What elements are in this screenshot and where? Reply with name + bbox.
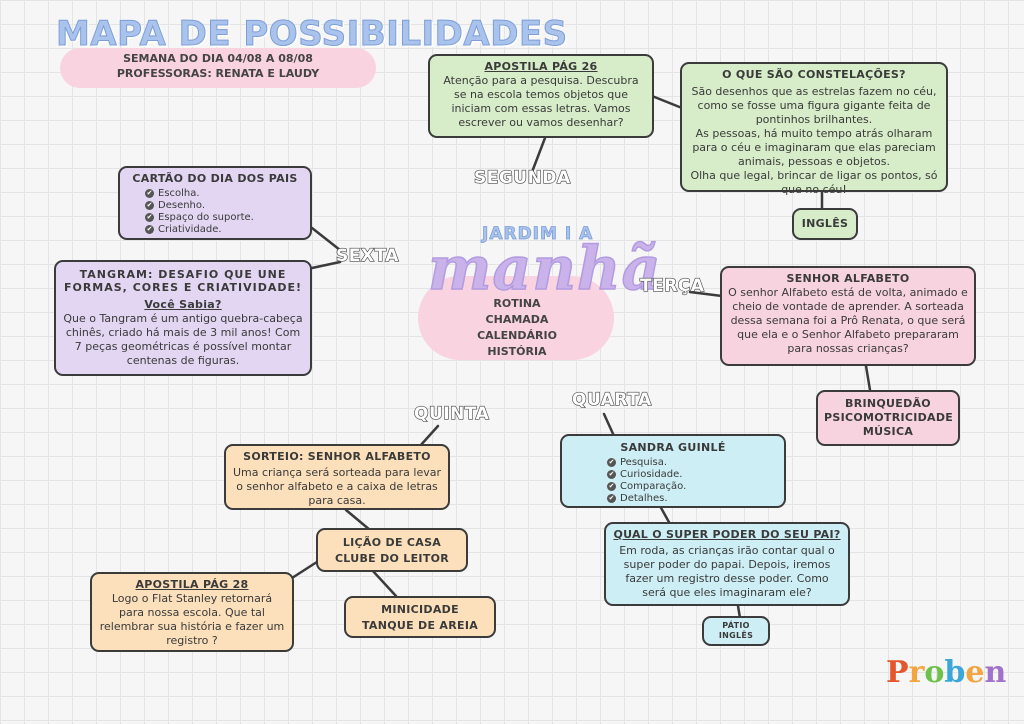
center-item-chamada: CHAMADA [485,313,549,326]
line-apostila-constelacoes [650,94,684,110]
tangram-text: Que o Tangram é um antigo quebra-cabeça … [63,312,303,367]
clube-do-leitor-label: CLUBE DO LEITOR [334,552,450,565]
day-label-quinta: QUINTA [413,403,490,424]
day-label-terca: TERÇA [639,275,705,296]
sandra-item-curiosidade: Curiosidade. [606,469,778,481]
senhor-alfabeto-box: SENHOR ALFABETO O senhor Alfabeto está d… [720,266,976,366]
page-title: MAPA DE POSSIBILIDADES [56,14,568,55]
super-poder-text: Em roda, as crianças irão contar qual o … [619,544,835,599]
patio-label: PÁTIO [722,621,750,630]
ingles-label: INGLÊS [801,217,849,230]
week-label: SEMANA DO DIA 04/08 A 08/08 [123,52,313,65]
cartao-item-criatividade: Criatividade. [144,224,304,236]
center-routine-list: ROTINA CHAMADA CALENDÁRIO HISTÓRIA [432,296,602,360]
ingles-box: INGLÊS [792,208,858,240]
cartao-item-desenho: Desenho. [144,200,304,212]
licao-box: LIÇÃO DE CASA CLUBE DO LEITOR [316,528,468,572]
tangram-box: TANGRAM: DESAFIO QUE UNE FORMAS, CORES E… [54,260,312,376]
constelacoes-text-2: As pessoas, há muito tempo atrás olharam… [692,127,936,168]
line-licao-apostila [290,558,322,580]
tangram-subtitle: Você Sabia? [144,298,222,311]
sorteio-box: SORTEIO: SENHOR ALFABETO Uma criança ser… [224,444,450,510]
sandra-guinle-list: Pesquisa. Curiosidade. Comparação. Detal… [606,457,778,505]
constelacoes-text-3: Olha que legal, brincar de ligar os pont… [690,169,938,196]
center-item-calendario: CALENDÁRIO [477,329,557,342]
minicidade-label: MINICIDADE [381,603,459,616]
tanque-de-areia-label: TANQUE DE AREIA [361,619,479,632]
apostila-28-title: APOSTILA PÁG 28 [135,578,249,591]
sandra-item-comparacao: Comparação. [606,481,778,493]
center-item-rotina: ROTINA [493,297,541,310]
super-poder-title: QUAL O SUPER PODER DO SEU PAI? [613,528,841,541]
apostila-26-text: Atenção para a pesquisa. Descubra se na … [443,74,639,129]
constelacoes-title: O QUE SÃO CONSTELAÇÕES? [722,68,906,81]
class-period: manhã [427,233,662,305]
header-pill [60,48,376,88]
apostila-26-box: APOSTILA PÁG 26 Atenção para a pesquisa.… [428,54,654,138]
sandra-guinle-title: SANDRA GUINLÉ [620,441,726,454]
psicomotricidade-label: PSICOMOTRICIDADE [824,411,954,424]
cartao-pais-box: CARTÃO DO DIA DOS PAIS Escolha. Desenho.… [118,166,312,240]
line-alfabeto-brinquedao [864,364,872,392]
line-sexta-tangram [310,260,342,270]
senhor-alfabeto-text: O senhor Alfabeto está de volta, animado… [728,286,968,355]
day-label-quarta: QUARTA [571,389,652,410]
sandra-item-detalhes: Detalhes. [606,493,778,505]
line-quinta-sorteio [418,424,440,448]
musica-label: MÚSICA [862,425,914,438]
line-sexta-cartao [310,226,342,252]
licao-de-casa-label: LIÇÃO DE CASA [342,536,442,549]
cartao-pais-title: CARTÃO DO DIA DOS PAIS [132,172,298,185]
sorteio-text: Uma criança será sorteada para levar o s… [233,466,441,507]
cartao-item-escolha: Escolha. [144,188,304,200]
brinquedao-label: BRINQUEDÃO [845,397,931,410]
day-label-segunda: SEGUNDA [473,167,571,188]
constelacoes-box: O QUE SÃO CONSTELAÇÕES? São desenhos que… [680,62,948,196]
sandra-item-pesquisa: Pesquisa. [606,457,778,469]
cartao-item-espaco: Espaço do suporte. [144,212,304,224]
center-pill [418,276,614,360]
line-terca-alfabeto [688,290,724,298]
class-subtitle: JARDIM I A [482,224,594,245]
minicidade-box: MINICIDADE TANQUE DE AREIA [344,596,496,638]
senhor-alfabeto-title: SENHOR ALFABETO [786,272,910,285]
sorteio-title: SORTEIO: SENHOR ALFABETO [243,450,431,463]
line-quarta-sandra [602,412,616,438]
line-segunda-apostila [530,136,547,174]
line-sorteio-licao [344,508,372,532]
center-item-historia: HISTÓRIA [487,345,547,358]
line-sandra-superpoder [658,504,672,526]
line-licao-mini [370,568,398,598]
sandra-guinle-box: SANDRA GUINLÉ Pesquisa. Curiosidade. Com… [560,434,786,508]
super-poder-box: QUAL O SUPER PODER DO SEU PAI? Em roda, … [604,522,850,606]
tangram-title: TANGRAM: DESAFIO QUE UNE FORMAS, CORES E… [63,268,303,294]
patio-ingles-label: INGLÊS [718,631,754,640]
constelacoes-text-1: São desenhos que as estrelas fazem no cé… [691,85,937,126]
teachers-label: PROFESSORAS: RENATA E LAUDY [116,67,320,80]
proben-logo: Proben [886,655,1007,690]
brinquedao-box: BRINQUEDÃO PSICOMOTRICIDADE MÚSICA [816,390,960,446]
apostila-28-text: Logo o Flat Stanley retornará para nossa… [99,592,285,647]
apostila-26-title: APOSTILA PÁG 26 [484,60,598,73]
apostila-28-box: APOSTILA PÁG 28 Logo o Flat Stanley reto… [90,572,294,652]
cartao-pais-list: Escolha. Desenho. Espaço do suporte. Cri… [144,188,304,236]
patio-ingles-box: PÁTIO INGLÊS [702,616,770,646]
day-label-sexta: SEXTA [335,245,399,266]
